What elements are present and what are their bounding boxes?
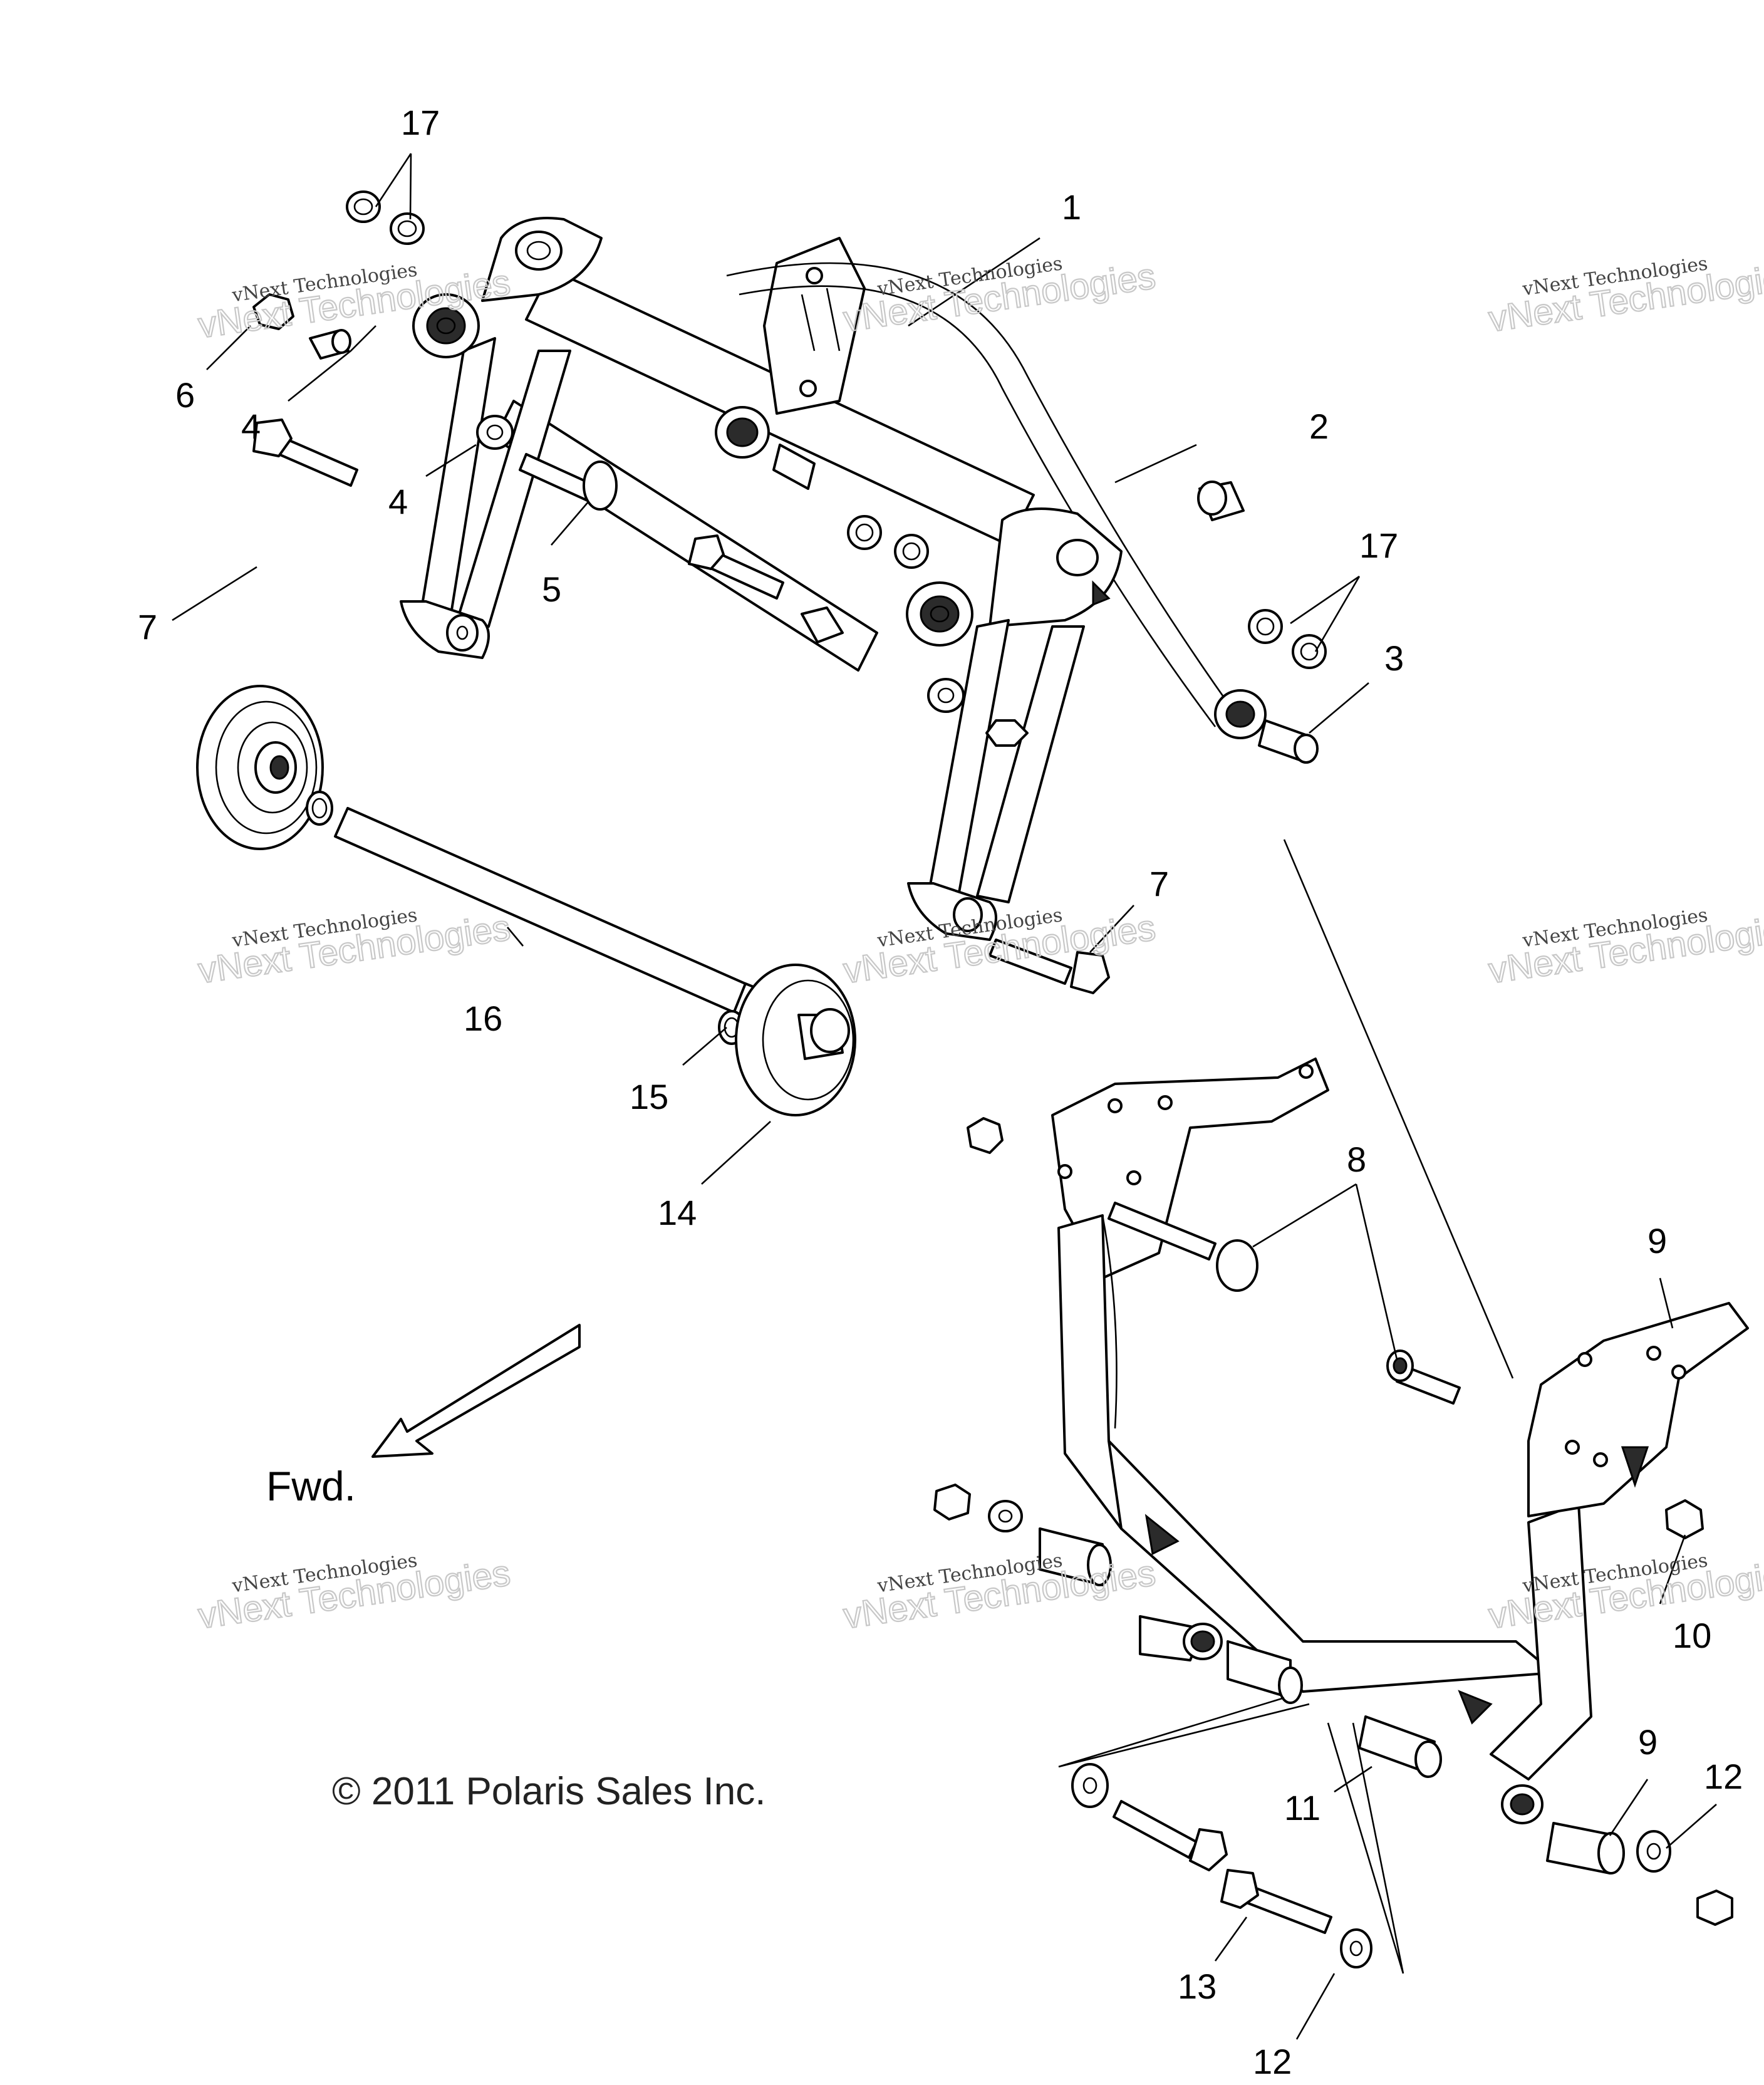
callout-5: 5	[542, 569, 561, 609]
callout-10: 10	[1673, 1616, 1711, 1655]
callout-14: 14	[658, 1193, 697, 1232]
idler-wheel-assembly	[196, 685, 856, 1116]
callout-15: 15	[630, 1077, 668, 1116]
callout-9-lower: 9	[1638, 1722, 1658, 1762]
watermark: vNext Technologies vNext Technologies	[195, 904, 513, 992]
copyright-notice: © 2011 Polaris Sales Inc.	[332, 1770, 765, 1813]
watermark: vNext Technologies vNext Technologies	[1485, 252, 1764, 340]
callout-9-upper: 9	[1647, 1221, 1667, 1261]
forward-label: Fwd.	[266, 1463, 356, 1509]
watermark: vNext Technologies vNext Technologies	[840, 1549, 1158, 1637]
callout-6: 6	[175, 375, 195, 415]
callout-2: 2	[1309, 407, 1329, 446]
upper-hardware	[252, 190, 1327, 994]
watermark: vNext Technologies vNext Technologies	[1485, 1549, 1764, 1637]
forward-direction-arrow	[371, 1324, 581, 1458]
callout-12-right: 12	[1704, 1757, 1743, 1796]
callout-4-lower: 4	[388, 482, 408, 521]
callout-7-left: 7	[138, 607, 157, 647]
callout-3: 3	[1384, 638, 1404, 678]
callout-labels: 17 1 6 4 4 2 17 7 5 3 16 7 15 14 8 9 10 …	[138, 103, 1743, 2081]
callout-7-right: 7	[1149, 864, 1169, 903]
callout-1: 1	[1062, 187, 1081, 227]
callout-16: 16	[464, 999, 502, 1038]
watermark: vNext Technologies vNext Technologies	[840, 252, 1158, 340]
callout-8: 8	[1347, 1140, 1366, 1179]
callout-11: 11	[1284, 1788, 1320, 1828]
watermark: vNext Technologies vNext Technologies	[1485, 904, 1764, 992]
callout-13: 13	[1178, 1967, 1217, 2006]
watermark: vNext Technologies vNext Technologies	[195, 1549, 513, 1637]
leader-lines	[172, 153, 1717, 2040]
lower-frame-assembly	[933, 1058, 1749, 1968]
watermark: vNext Technologies vNext Technologies	[840, 904, 1158, 992]
scissor-arm-assembly	[400, 217, 1267, 941]
callout-17-top: 17	[401, 103, 440, 142]
callout-12-bottom: 12	[1253, 2042, 1292, 2081]
callout-4-upper: 4	[241, 407, 261, 446]
callout-17-right: 17	[1359, 526, 1398, 565]
